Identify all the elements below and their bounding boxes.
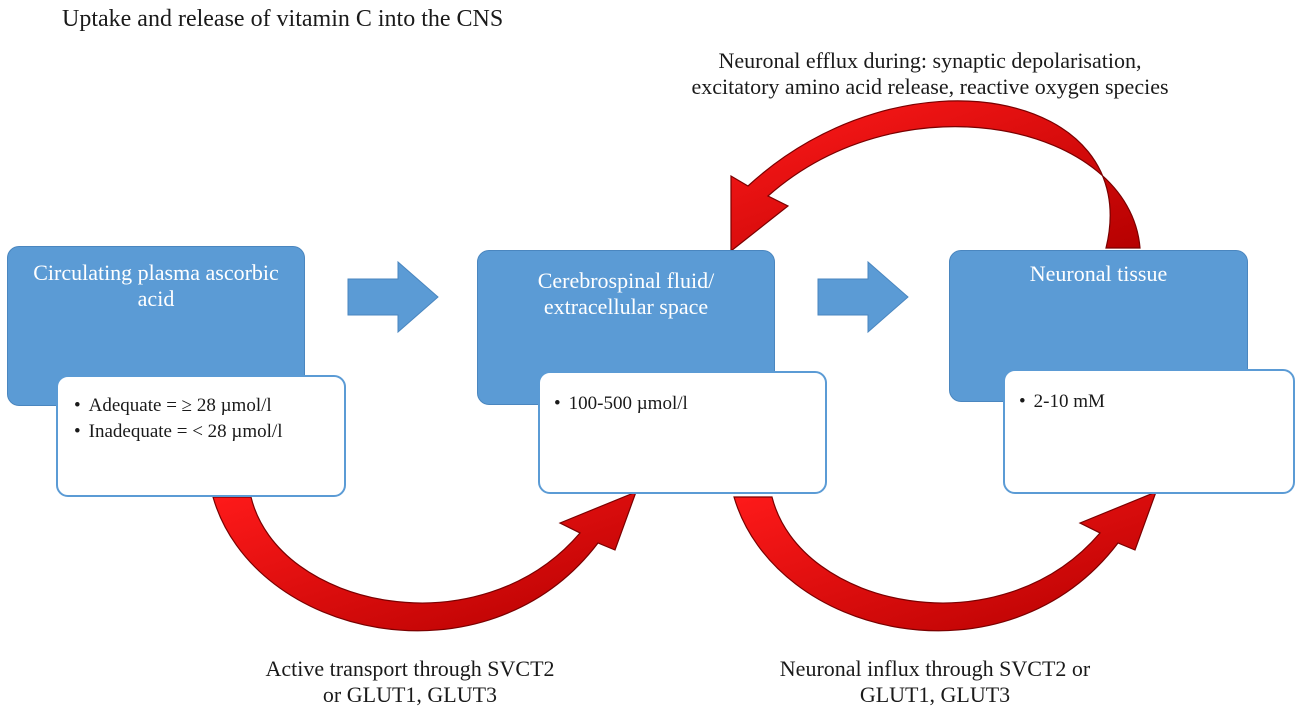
neuronal-influx-caption-line-2: GLUT1, GLUT3 xyxy=(859,682,1011,708)
plasma-node-label-line-1: Circulating plasma ascorbic xyxy=(33,260,279,285)
efflux-caption: Neuronal efflux during: synaptic depolar… xyxy=(660,48,1200,101)
csf-node-label-line-1: Cerebrospinal fluid/ xyxy=(537,268,715,293)
neuronal-detail-box: 2-10 mM xyxy=(1003,369,1295,494)
plasma-node-label-line-2: acid xyxy=(137,286,175,312)
efflux-caption-line-1: Neuronal efflux during: synaptic depolar… xyxy=(718,48,1142,73)
diagram-title: Uptake and release of vitamin C into the… xyxy=(62,6,504,32)
efflux-caption-line-2: excitatory amino acid release, reactive … xyxy=(691,74,1169,100)
active-transport-caption: Active transport through SVCT2 or GLUT1,… xyxy=(250,656,570,709)
efflux-arrow xyxy=(730,100,1141,253)
plasma-detail-box: Adequate = ≥ 28 µmol/l Inadequate = < 28… xyxy=(56,375,346,497)
neuronal-influx-caption-line-1: Neuronal influx through SVCT2 or xyxy=(779,656,1091,681)
neuronal-node-label: Neuronal tissue xyxy=(1029,261,1168,286)
neuronal-influx-arrow xyxy=(733,490,1158,632)
active-transport-caption-line-1: Active transport through SVCT2 xyxy=(265,656,555,681)
neuronal-detail-concentration: 2-10 mM xyxy=(1019,389,1293,415)
csf-node-label-line-2: extracellular space xyxy=(543,294,709,320)
active-transport-caption-line-2: or GLUT1, GLUT3 xyxy=(322,682,498,708)
neuronal-influx-caption: Neuronal influx through SVCT2 or GLUT1, … xyxy=(745,656,1125,709)
csf-detail-box: 100-500 µmol/l xyxy=(538,371,827,494)
plasma-detail-adequate: Adequate = ≥ 28 µmol/l xyxy=(74,393,344,419)
active-transport-arrow xyxy=(212,490,638,632)
forward-arrow-plasma-to-csf xyxy=(347,260,439,334)
csf-detail-concentration: 100-500 µmol/l xyxy=(554,391,825,417)
plasma-detail-inadequate: Inadequate = < 28 µmol/l xyxy=(74,419,344,445)
forward-arrow-csf-to-neuronal xyxy=(817,260,909,334)
